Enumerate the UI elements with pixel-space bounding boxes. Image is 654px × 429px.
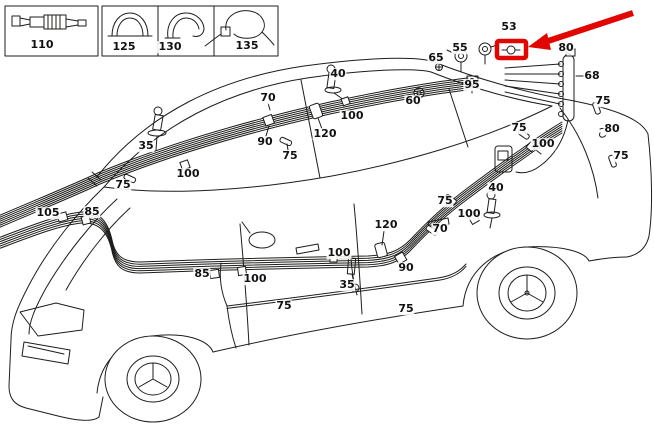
highlight-box <box>494 38 529 61</box>
mercedes-star-icon <box>510 274 544 303</box>
vacuum-line-bundle-upper <box>0 77 469 229</box>
highlighted-fitting <box>501 45 521 55</box>
inset-box-125 <box>101 5 159 57</box>
valve-part-53 <box>478 42 498 65</box>
sensor-part-40-rear <box>483 190 501 229</box>
side-mirror <box>241 221 276 249</box>
inset-box-110 <box>4 5 99 57</box>
mercedes-star-icon <box>138 362 168 388</box>
sensor-part-35 <box>147 106 167 151</box>
pointer-arrow <box>528 10 634 50</box>
vacuum-line-bundle-lower <box>0 121 563 274</box>
distributor-part-68 <box>558 54 575 122</box>
valve-part-55 <box>446 43 468 72</box>
bolt-part-65 <box>435 63 443 71</box>
rear-wheel <box>476 246 578 340</box>
line-clips <box>123 101 617 259</box>
car-body-outline <box>8 57 653 421</box>
inset-box-135 <box>204 5 279 57</box>
inset-box-130 <box>157 5 215 57</box>
bracket-part-95 <box>466 75 479 94</box>
fan-lines-to-distributor <box>504 63 561 105</box>
front-wheel <box>104 335 202 423</box>
label-leader-lines <box>265 51 586 246</box>
sensor-part-40-front <box>324 64 345 101</box>
